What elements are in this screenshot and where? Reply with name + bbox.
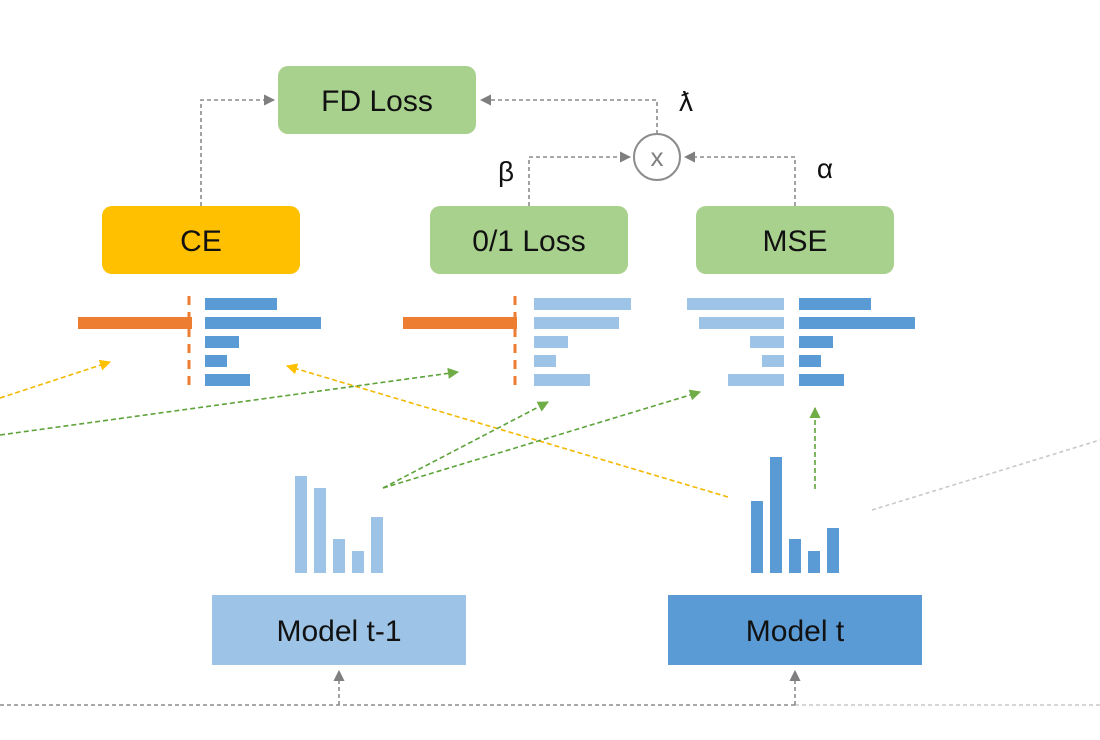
green-in-to-zero-one-arrow — [0, 367, 460, 436]
zero-one-prob-bar — [534, 355, 556, 367]
model-cur-output-bar — [770, 457, 782, 573]
ce-prob-bar — [205, 336, 239, 348]
model-cur-output-bar — [827, 528, 839, 573]
model-cur-output-bar — [789, 539, 801, 573]
ce-box — [102, 206, 300, 274]
multiply-operator: x — [633, 133, 681, 181]
ce-label: CE — [180, 225, 222, 258]
model-cur-outgoing-line — [871, 439, 1100, 511]
alpha-label: α — [817, 153, 833, 184]
model-prev-to-mse-arrow — [382, 389, 702, 489]
model-prev-output-bar — [314, 488, 326, 573]
mse-cur-bar — [799, 374, 844, 386]
mse-prev-bar — [687, 298, 784, 310]
model-prev-output-bar — [352, 551, 364, 573]
beta-label: β — [498, 156, 514, 187]
mse-label: MSE — [762, 225, 827, 258]
zero-one-onehot-bar — [403, 317, 517, 329]
multiply-symbol: x — [651, 142, 664, 172]
mse-prev-bar — [762, 355, 784, 367]
multiply-to-fd-loss-arrow — [479, 94, 658, 134]
model-cur-output-histogram — [751, 457, 839, 573]
ce-distribution-glyph — [78, 296, 321, 388]
model-cur-to-ce-arrow — [285, 363, 729, 498]
mse-prev-bar — [728, 374, 784, 386]
zero-one-loss-node: 0/1 Loss — [430, 206, 628, 274]
model-cur-output-bar — [751, 501, 763, 573]
mse-cur-bar — [799, 336, 833, 348]
zero-one-loss-box — [430, 206, 628, 274]
lambda-label: ƛ — [679, 86, 693, 117]
model-prev-node: Model t-1 — [212, 595, 466, 665]
fd-loss-node: FD Loss — [278, 66, 476, 134]
ce-prob-bar — [205, 317, 321, 329]
zero-one-prob-bar — [534, 298, 631, 310]
mse-distribution-glyph — [687, 298, 915, 386]
mse-to-multiply-arrow — [683, 151, 796, 206]
mse-prev-bar — [699, 317, 784, 329]
ce-prob-bar — [205, 374, 250, 386]
ce-node: CE — [102, 206, 300, 274]
mse-box — [696, 206, 894, 274]
model-cur-output-bar — [808, 551, 820, 573]
fd-loss-box — [278, 66, 476, 134]
ce-onehot-bar — [78, 317, 192, 329]
model-prev-output-histogram — [295, 476, 383, 573]
model-prev-box — [212, 595, 466, 665]
mse-cur-bar — [799, 317, 915, 329]
model-prev-output-bar — [371, 517, 383, 573]
zero-one-to-multiply-arrow — [528, 151, 632, 206]
mse-prev-bar — [750, 336, 784, 348]
ce-prob-bar — [205, 298, 277, 310]
model-cur-label: Model t — [746, 615, 845, 648]
mse-cur-bar — [799, 298, 871, 310]
zero-one-prob-bar — [534, 317, 619, 329]
mse-node: MSE — [696, 206, 894, 274]
model-prev-output-bar — [333, 539, 345, 573]
zero-one-distribution-glyph — [403, 296, 631, 388]
zero-one-prob-bar — [534, 374, 590, 386]
model-prev-output-bar — [295, 476, 307, 573]
zero-one-loss-label: 0/1 Loss — [472, 225, 585, 258]
ce-prob-bar — [205, 355, 227, 367]
mse-cur-bar — [799, 355, 821, 367]
ce-to-fd-loss-arrow — [200, 94, 276, 206]
zero-one-prob-bar — [534, 336, 568, 348]
model-prev-label: Model t-1 — [276, 615, 401, 648]
model-cur-node: Model t — [668, 595, 922, 665]
model-prev-to-zero-one-arrow — [382, 401, 549, 489]
model-cur-box — [668, 595, 922, 665]
fd-loss-label: FD Loss — [321, 85, 433, 118]
yellow-in-to-ce-arrow — [0, 359, 112, 399]
